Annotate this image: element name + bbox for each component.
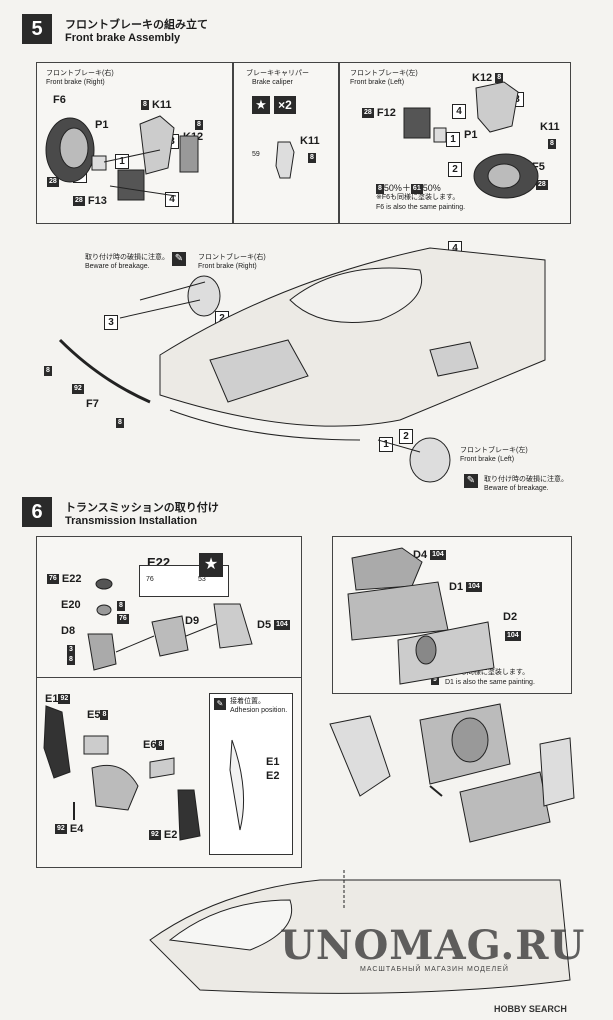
left-step-box-4: 4 xyxy=(452,101,466,119)
panel-caliper-title-jp: ブレーキキャリパー xyxy=(246,70,309,77)
f7-8-badge-2: 8 xyxy=(116,417,124,428)
e2-label: 92 E2 xyxy=(149,829,178,841)
panel-caliper-title-en: Brake caliper xyxy=(252,79,293,86)
e4-label: 92 E4 xyxy=(55,823,84,835)
main-step-box-3: 3 xyxy=(104,312,118,330)
caution-icon-2: ✎ xyxy=(464,474,478,488)
part-f7-label: F7 xyxy=(86,398,99,410)
paint-note-jp: ※F6も同様に塗装します。 xyxy=(376,194,460,201)
left-f5-28-badge: 28 xyxy=(536,179,548,190)
f7-92-badge: 92 xyxy=(72,383,84,394)
adhesion-e2: E2 xyxy=(266,770,280,782)
adhesion-e1: E1 xyxy=(266,756,280,768)
left-f12-label: 28 F12 xyxy=(362,107,396,119)
adhesion-inset: ✎ 接着位置。 Adhesion position. E1 E2 xyxy=(209,693,293,855)
adhesion-en: Adhesion position. xyxy=(230,707,288,714)
glue-icon: ✎ xyxy=(214,698,226,710)
part-f6-label: F6 xyxy=(53,94,66,106)
fb-left-jp: フロントブレーキ(左) xyxy=(460,447,528,454)
panel-divider xyxy=(37,677,301,678)
fb-left-en: Front brake (Left) xyxy=(460,456,515,463)
panel-left-title-en: Front brake (Left) xyxy=(350,79,405,86)
hobby-search-logo: HOBBY SEARCH xyxy=(494,1004,567,1014)
d8-3-badge: 3 xyxy=(67,644,75,655)
warn-jp-1: 取り付け時の破損に注意。 xyxy=(85,254,169,261)
d8-label: D8 xyxy=(61,625,76,637)
caliper-59-label: 59 xyxy=(252,151,260,158)
d1-paint-en: D1 is also the same painting. xyxy=(445,679,535,686)
main-left-box-2: 2 xyxy=(399,426,413,444)
left-k11-8-badge: 8 xyxy=(548,138,556,149)
caliper-qty: ×2 xyxy=(274,96,296,114)
step-6-number: 6 xyxy=(22,497,52,527)
left-k11-label: K11 xyxy=(540,121,560,133)
paint-8-badge: 8 xyxy=(195,119,203,130)
unomag-watermark-sub: МАСШТАБНЫЙ МАГАЗИН МОДЕЛЕЙ xyxy=(360,966,509,973)
step-5-title-jp: フロントブレーキの組み立て xyxy=(65,19,208,31)
d2-label: D2 xyxy=(503,611,518,623)
transmission-subassembly-panel: E22 76 53 ★ 76 E22 E20 8 76 8 D9 D5 104 … xyxy=(36,536,302,868)
warn-jp-2: 取り付け時の破損に注意。 xyxy=(484,476,568,483)
star-icon: ★ xyxy=(252,96,270,114)
e20-76-badge: 76 xyxy=(117,613,129,624)
step-5-title-en: Front brake Assembly xyxy=(65,32,181,44)
fb-right-jp: フロントブレーキ(右) xyxy=(198,254,266,261)
adhesion-jp: 接着位置。 xyxy=(230,698,265,705)
fb-right-en: Front brake (Right) xyxy=(198,263,257,270)
warn-en-2: Beware of breakage. xyxy=(484,485,549,492)
front-brake-left-panel: フロントブレーキ(左) Front brake (Left) K12 8 28 … xyxy=(339,62,571,224)
caliper-k11-label: K11 xyxy=(300,135,320,147)
caliper-8-badge: 8 xyxy=(308,152,316,163)
step-5-number: 5 xyxy=(22,14,52,44)
paint-28-badge: 28 xyxy=(47,176,59,187)
part-p1-label: P1 xyxy=(95,119,109,131)
caution-icon-1: ✎ xyxy=(172,252,186,266)
d5-label: D5 104 xyxy=(257,619,290,631)
paint-note-en: F6 is also the same painting. xyxy=(376,204,466,211)
d8-8-badge: 8 xyxy=(67,654,75,665)
warn-en-1: Beware of breakage. xyxy=(85,263,150,270)
left-step-box-2: 2 xyxy=(448,159,462,177)
d-9-badge: 9 xyxy=(431,674,439,685)
f7-8-badge-1: 8 xyxy=(44,365,52,376)
panel-right-title-en: Front brake (Right) xyxy=(46,79,105,86)
part-f13-label: 28 F13 xyxy=(73,195,107,207)
step-6-title-jp: トランスミッションの取り付け xyxy=(65,502,219,514)
star-icon-2: ★ xyxy=(199,553,223,577)
panel-left-title-jp: フロントブレーキ(左) xyxy=(350,70,418,77)
panel-right-title-jp: フロントブレーキ(右) xyxy=(46,70,114,77)
e22-label: 76 E22 xyxy=(47,573,82,585)
e20-label: E20 xyxy=(61,599,81,611)
d1-paint-jp: ※D1も同様に塗装します。 xyxy=(445,669,530,676)
d2-104-badge: 104 xyxy=(505,630,521,641)
e20-8-badge: 8 xyxy=(117,600,125,611)
part-k11-label: 8 K11 xyxy=(141,99,172,111)
d9-label: D9 xyxy=(185,615,200,627)
unomag-watermark: UNOMAG.RU xyxy=(280,922,586,969)
left-k12-label: K12 8 xyxy=(472,72,504,84)
left-p1-label: P1 xyxy=(464,129,478,141)
d1-label: D1 104 xyxy=(449,581,482,593)
step-6-title-en: Transmission Installation xyxy=(65,515,198,527)
